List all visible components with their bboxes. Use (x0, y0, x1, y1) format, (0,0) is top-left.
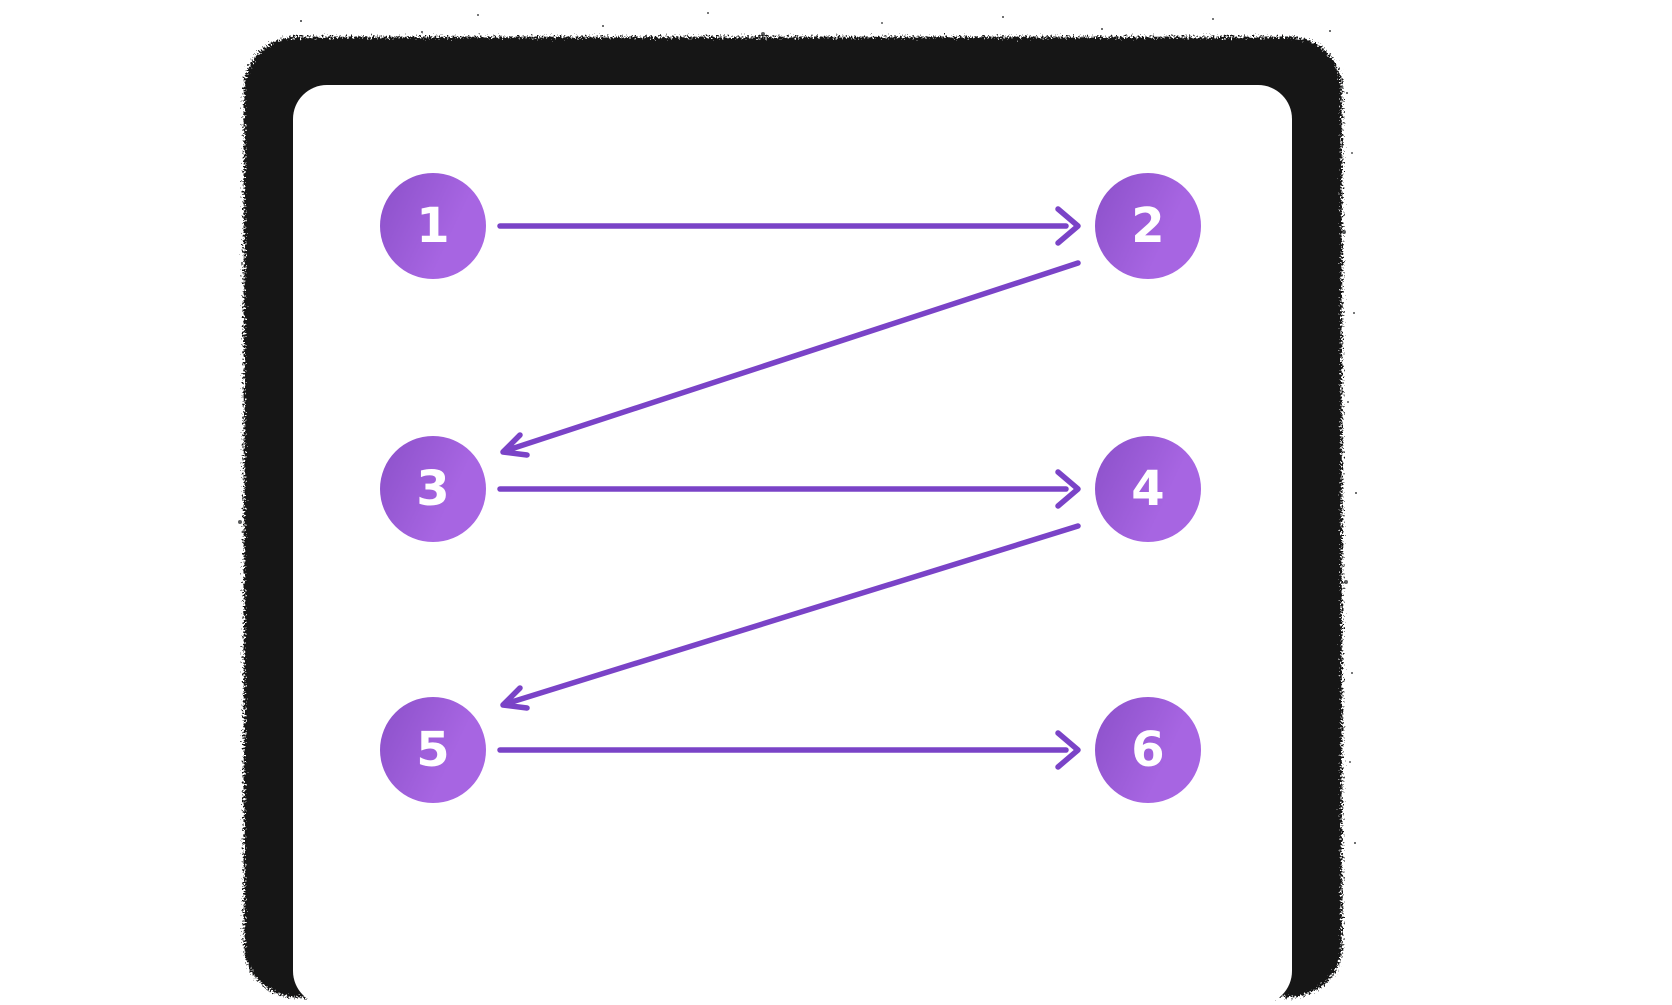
step-node-2: 2 (1095, 173, 1201, 279)
step-label-5: 5 (416, 722, 450, 778)
grain-speckles (0, 0, 2, 2)
step-node-3: 3 (380, 436, 486, 542)
step-label-6: 6 (1131, 722, 1165, 778)
step-label-4: 4 (1131, 461, 1165, 517)
diagram-canvas: 1 2 3 4 5 6 (0, 0, 1342, 997)
step-node-5: 5 (380, 697, 486, 803)
step-label-3: 3 (416, 461, 450, 517)
step-node-4: 4 (1095, 436, 1201, 542)
step-node-1: 1 (380, 173, 486, 279)
step-node-6: 6 (1095, 697, 1201, 803)
step-label-1: 1 (416, 198, 450, 254)
step-label-2: 2 (1131, 198, 1165, 254)
